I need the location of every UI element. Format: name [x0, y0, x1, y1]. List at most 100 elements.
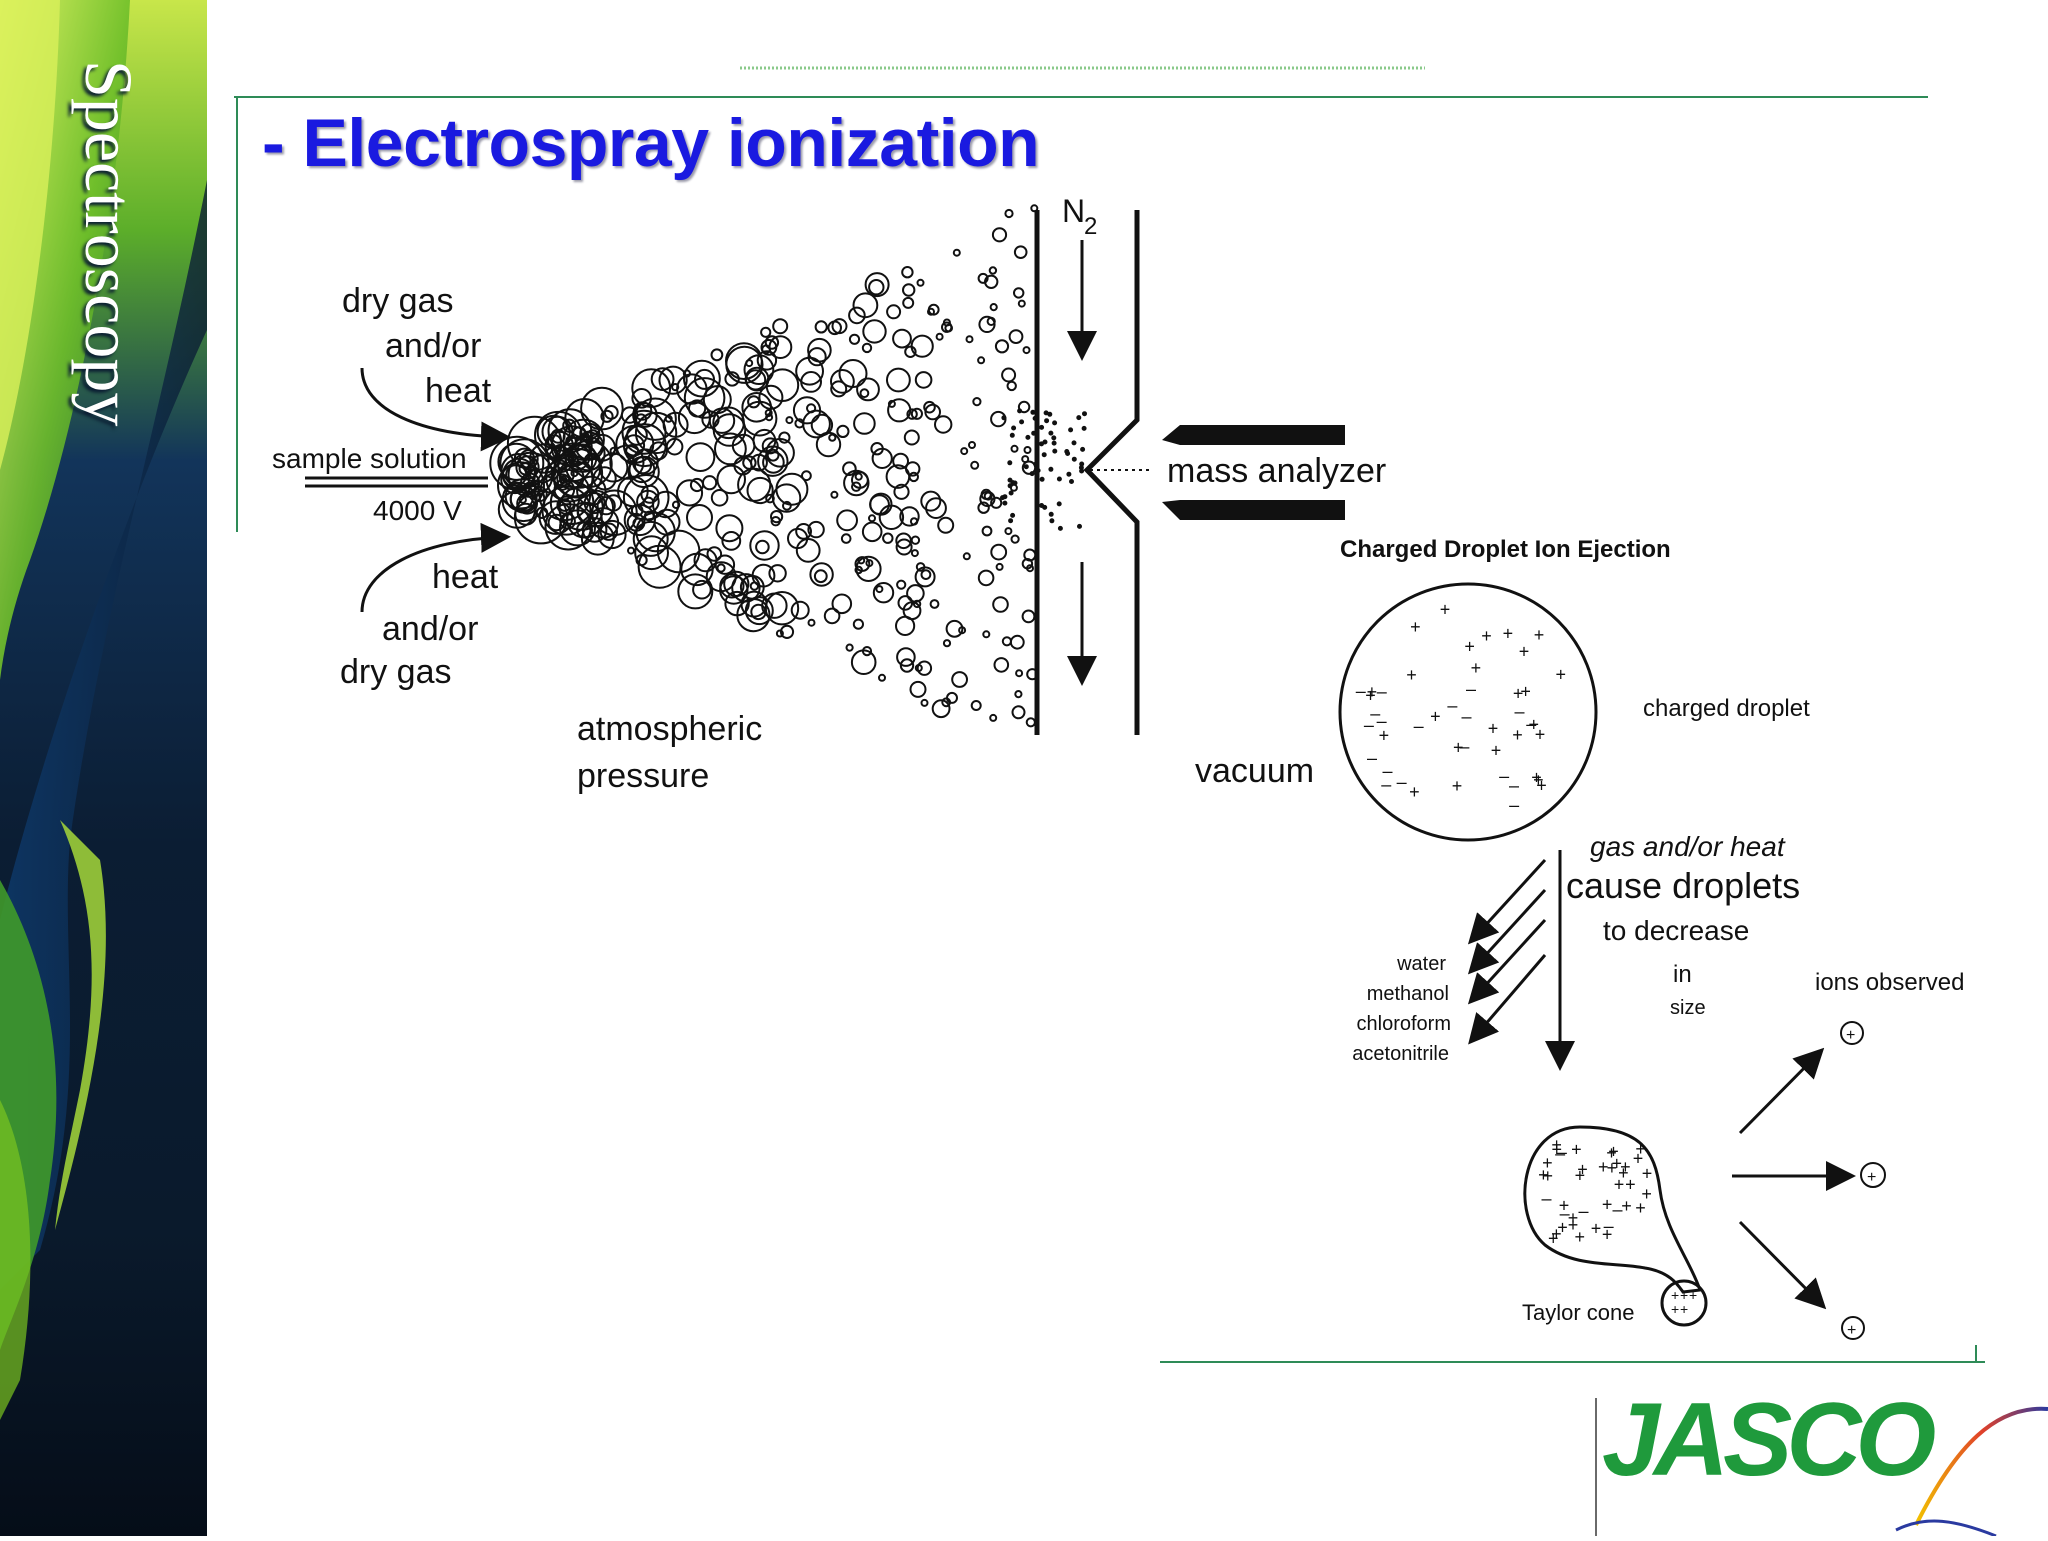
mist-particle: [1076, 415, 1082, 421]
spray-droplet: [771, 483, 802, 513]
mist-particle: [1047, 411, 1053, 417]
spray-droplet: [910, 535, 921, 545]
spray-droplet: [977, 356, 986, 365]
charge-symbol: –: [1447, 696, 1457, 716]
charge-symbol: +: [1410, 617, 1421, 637]
spray-droplet: [686, 504, 713, 531]
spray-droplet: [761, 344, 771, 355]
charge-symbol: +: [1365, 685, 1376, 705]
charge-symbol: +: [1471, 658, 1482, 678]
mist-particle: [1025, 434, 1031, 440]
curtain-right-wall: [1083, 210, 1140, 735]
spray-droplet: [882, 532, 894, 544]
mist-particle: [1000, 495, 1005, 501]
charge-symbol: +: [1612, 1153, 1623, 1173]
spray-droplet: [685, 442, 716, 473]
spray-droplet: [990, 496, 1003, 509]
mist-particle: [1044, 418, 1050, 424]
spray-droplet: [633, 397, 677, 441]
spray-droplet: [886, 367, 911, 393]
spray-droplet: [902, 296, 915, 309]
spray-droplet: [1021, 558, 1034, 570]
charge-symbol: +: [1625, 1175, 1636, 1195]
spray-droplet: [868, 514, 876, 523]
spray-droplet: [723, 570, 750, 598]
atmospheric-label-1: atmospheric: [577, 710, 762, 748]
spray-droplet: [962, 552, 971, 561]
spray-droplet: [802, 409, 831, 439]
spray-droplet: [909, 517, 919, 526]
spray-droplet: [994, 339, 1010, 354]
charge-symbol: +: [1608, 1142, 1619, 1162]
jasco-logo: JASCO: [1596, 1382, 2048, 1541]
atmospheric-label-2: pressure: [577, 757, 709, 795]
spray-droplet: [627, 546, 635, 555]
spray-droplet: [599, 522, 618, 541]
spray-droplet: [960, 447, 969, 456]
spray-droplet: [845, 643, 854, 652]
charge-symbol: +: [1598, 1157, 1609, 1177]
spray-droplet: [944, 323, 954, 333]
spray-droplet: [609, 446, 619, 456]
spray-droplet: [916, 660, 933, 676]
charge-symbol: +: [1559, 1195, 1570, 1215]
spray-droplet: [923, 400, 936, 414]
spray-droplet: [861, 342, 873, 354]
spray-droplet: [746, 476, 774, 505]
charge-symbol: +: [1557, 1218, 1568, 1238]
charge-symbol: –: [1509, 775, 1519, 795]
spray-droplet: [632, 402, 658, 428]
charge-symbol: +: [1633, 1148, 1644, 1168]
spray-droplet: [1013, 245, 1028, 259]
mist-particle: [1056, 501, 1062, 507]
ion-3: [1841, 1316, 1865, 1340]
charged-droplet-circle: [1338, 582, 1598, 842]
spray-droplet: [1009, 634, 1025, 650]
spray-droplet: [854, 472, 863, 481]
spray-droplet: [965, 335, 974, 344]
mist-particle: [1042, 439, 1048, 445]
spray-droplet: [507, 451, 554, 498]
spray-droplet: [986, 316, 996, 326]
spray-droplet: [516, 492, 538, 515]
charge-symbol: +: [1680, 1287, 1688, 1303]
charge-symbol: +: [1568, 1215, 1579, 1235]
spray-droplet: [597, 519, 627, 550]
dry-gas-top-2: and/or: [385, 327, 481, 365]
charge-symbol: –: [1381, 774, 1391, 794]
charge-symbol: +: [1635, 1139, 1646, 1159]
spray-droplet: [553, 442, 594, 483]
charge-symbol: –: [1557, 1142, 1567, 1162]
spray-droplet: [927, 303, 940, 316]
spray-droplet: [1011, 705, 1026, 720]
mist-particle: [1041, 452, 1047, 458]
charge-symbol: +: [1519, 641, 1530, 661]
spray-droplet: [701, 410, 720, 429]
spray-droplet: [570, 469, 579, 478]
mist-particle: [1049, 518, 1055, 524]
spray-droplet: [716, 563, 726, 573]
taylor-cone-shape: [1523, 1125, 1703, 1294]
spray-droplet: [814, 320, 828, 334]
spray-droplet: [683, 377, 726, 419]
spray-droplet: [861, 646, 873, 657]
charge-symbol: +: [1534, 625, 1545, 645]
spray-droplet: [766, 448, 780, 462]
sidebar-gradient-art: [0, 0, 207, 1536]
spray-droplet: [1010, 444, 1019, 453]
spray-droplet: [853, 412, 876, 435]
mist-particle: [1056, 476, 1062, 482]
spray-droplet: [706, 546, 723, 562]
spray-droplet: [621, 409, 667, 455]
logo-wordmark: JASCO: [1602, 1395, 1935, 1498]
spray-droplet: [836, 509, 858, 532]
spray-droplet: [795, 538, 821, 563]
mist-particle: [1043, 410, 1049, 416]
spray-droplet: [775, 472, 809, 506]
spray-droplet: [990, 543, 1008, 561]
charge-symbol: –: [1542, 1188, 1552, 1208]
spray-droplet: [721, 531, 742, 551]
spray-droplet: [830, 380, 848, 398]
charge-symbol: –: [1515, 702, 1525, 722]
spray-droplet: [989, 303, 998, 312]
